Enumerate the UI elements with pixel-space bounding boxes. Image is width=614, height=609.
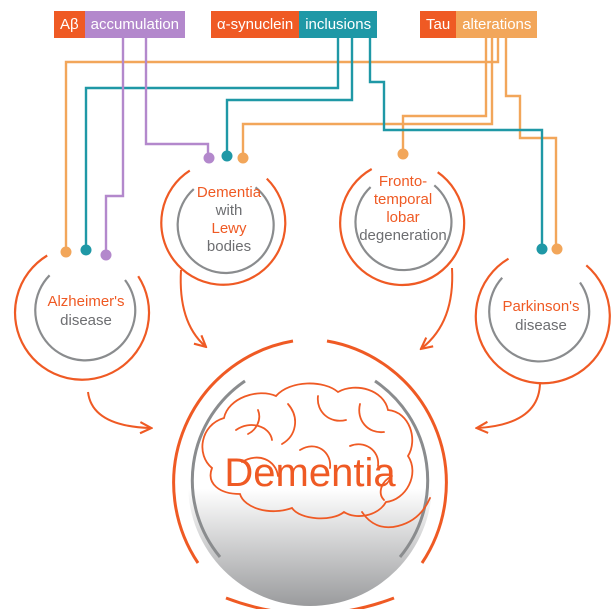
ftld-node: Fronto- temporal lobar degeneration bbox=[339, 168, 466, 287]
ftld-label-line1: Fronto- bbox=[379, 173, 427, 190]
abeta-to-alzheimers-line bbox=[104, 38, 125, 254]
parkinsons-node: Parkinson's disease bbox=[474, 257, 611, 385]
brain-stem bbox=[361, 497, 431, 529]
tau-to-alzheimers-line bbox=[64, 38, 500, 252]
dementia-label: Dementia bbox=[224, 451, 396, 495]
tau-to-dlb-line bbox=[241, 38, 494, 155]
alzheimers-label-line2: disease bbox=[60, 312, 112, 329]
ftld-label-line3: lobar bbox=[386, 209, 419, 226]
ftld-arrow bbox=[422, 267, 454, 348]
dlb-label-line2: with bbox=[215, 202, 243, 219]
dlb-arrow bbox=[179, 269, 205, 346]
tau-to-ftld-line bbox=[401, 38, 488, 152]
ftld-inner-arc bbox=[354, 184, 453, 272]
abeta-to-dlb-line bbox=[144, 38, 210, 157]
tau-label: alterations bbox=[456, 11, 538, 38]
tau-alterations-tag: Tau alterations bbox=[420, 11, 538, 38]
dementia-node: Dementia bbox=[172, 339, 448, 609]
tau-connectors bbox=[64, 38, 558, 252]
asyn-to-dlb-line bbox=[225, 38, 354, 155]
abeta-label: accumulation bbox=[84, 11, 186, 38]
brain-icon bbox=[201, 382, 431, 529]
tau-to-parkinsons-line bbox=[504, 38, 558, 247]
dlb-label-line4: bodies bbox=[207, 238, 251, 255]
dlb-asyn-dot bbox=[221, 150, 233, 162]
asyn-to-parkinsons-line bbox=[368, 38, 544, 247]
dementia-inner-arc-right bbox=[374, 379, 430, 558]
alzheimers-arrow bbox=[87, 391, 150, 428]
alzheimers-inner-arc bbox=[34, 274, 137, 362]
alzheimers-tau-dot bbox=[60, 246, 72, 258]
dementia-outer-arc-right bbox=[326, 339, 448, 564]
arrows bbox=[87, 267, 541, 428]
abeta-accumulation-tag: Aβ accumulation bbox=[54, 11, 186, 38]
alzheimers-node: Alzheimer's disease bbox=[13, 254, 151, 381]
alzheimers-outer-arc bbox=[13, 254, 151, 381]
ftld-label-line4: degeneration bbox=[359, 227, 447, 244]
abeta-connectors bbox=[104, 38, 210, 254]
asyn-connectors bbox=[84, 38, 544, 248]
dlb-abeta-dot bbox=[203, 152, 215, 164]
abeta-prefix: Aβ bbox=[54, 11, 85, 38]
alzheimers-asyn-dot bbox=[80, 244, 92, 256]
parkinsons-tau-dot bbox=[551, 243, 563, 255]
dementia-gradient-disc bbox=[188, 362, 432, 606]
tau-prefix: Tau bbox=[420, 11, 457, 38]
dementia-inner-arc-left bbox=[190, 379, 246, 558]
ftld-label-line2: temporal bbox=[374, 191, 432, 208]
dlb-tau-dot bbox=[237, 152, 249, 164]
parkinsons-outer-arc bbox=[474, 257, 611, 385]
asyn-label: inclusions bbox=[299, 11, 378, 38]
asyn-to-alzheimers-line bbox=[84, 38, 340, 248]
alzheimers-label-line1: Alzheimer's bbox=[47, 293, 124, 310]
asyn-inclusions-tag: α-synuclein inclusions bbox=[211, 11, 378, 38]
ftld-tau-dot bbox=[397, 148, 409, 160]
ftld-outer-arc bbox=[339, 168, 466, 287]
dementia-outer-arc-bottom bbox=[225, 596, 395, 609]
dlb-outer-arc bbox=[160, 169, 287, 286]
parkinsons-label-line1: Parkinson's bbox=[502, 298, 579, 315]
parkinsons-arrow bbox=[478, 381, 541, 428]
parkinsons-inner-arc bbox=[488, 277, 591, 363]
parkinsons-label-line2: disease bbox=[515, 317, 567, 334]
dementia-outer-arc-left bbox=[172, 339, 294, 564]
dlb-label-line3: Lewy bbox=[211, 220, 247, 237]
connector-dots bbox=[60, 148, 563, 261]
dlb-inner-arc bbox=[176, 186, 275, 275]
dlb-label-line1: Dementia bbox=[197, 184, 262, 201]
dlb-node: Dementia with Lewy bodies bbox=[160, 169, 287, 286]
asyn-prefix: α-synuclein bbox=[211, 11, 300, 38]
parkinsons-asyn-dot bbox=[536, 243, 548, 255]
alzheimers-abeta-dot bbox=[100, 249, 112, 261]
